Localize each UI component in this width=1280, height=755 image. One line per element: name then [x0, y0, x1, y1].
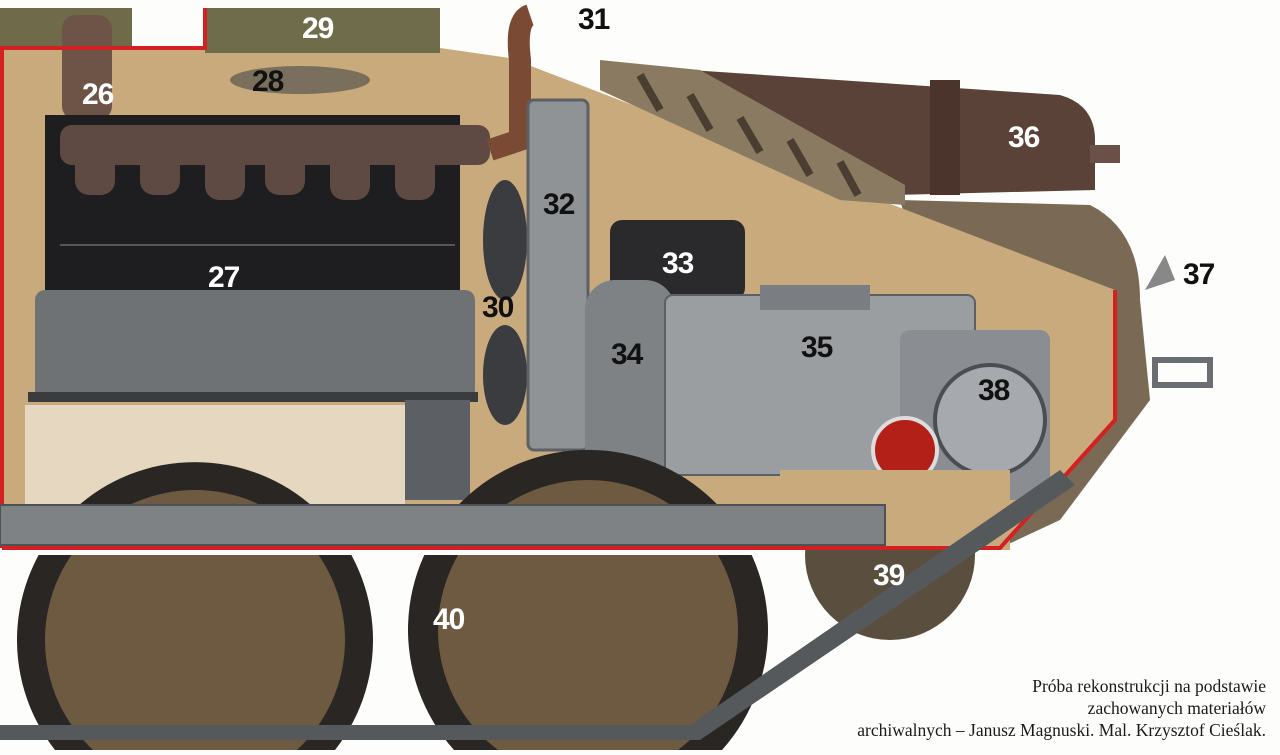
- label-27: 27: [208, 261, 240, 294]
- caption-line-3: archiwalnych – Janusz Magnuski. Mal. Krz…: [857, 720, 1266, 740]
- label-33: 33: [662, 247, 694, 280]
- label-29: 29: [302, 12, 334, 45]
- label-36: 36: [1008, 121, 1040, 154]
- label-37: 37: [1183, 258, 1215, 291]
- radiator: [526, 98, 590, 452]
- rear-light: [1145, 255, 1175, 290]
- label-35: 35: [801, 331, 833, 364]
- label-34: 34: [611, 338, 644, 371]
- label-31: 31: [578, 3, 610, 36]
- engine-deck-hatch: [600, 60, 905, 205]
- coolant-hose: [486, 4, 536, 161]
- label-30: 30: [482, 291, 514, 324]
- tow-shackle: [1152, 357, 1213, 388]
- label-40: 40: [433, 603, 465, 636]
- air-filter: [230, 66, 370, 94]
- fan-belt-pulleys: [483, 180, 527, 425]
- air-intake-pipe: [62, 15, 112, 120]
- caption-line-2: zachowanych materiałów: [1087, 698, 1266, 718]
- label-38: 38: [978, 374, 1010, 407]
- label-26: 26: [82, 78, 114, 111]
- label-28: 28: [252, 65, 284, 98]
- engine-block: [28, 115, 490, 500]
- label-32: 32: [543, 188, 575, 221]
- caption: Próba rekonstrukcji na podstawie zachowa…: [857, 675, 1266, 741]
- label-39: 39: [873, 559, 905, 592]
- caption-line-1: Próba rekonstrukcji na podstawie: [1032, 676, 1266, 696]
- stowage-box: [205, 8, 440, 53]
